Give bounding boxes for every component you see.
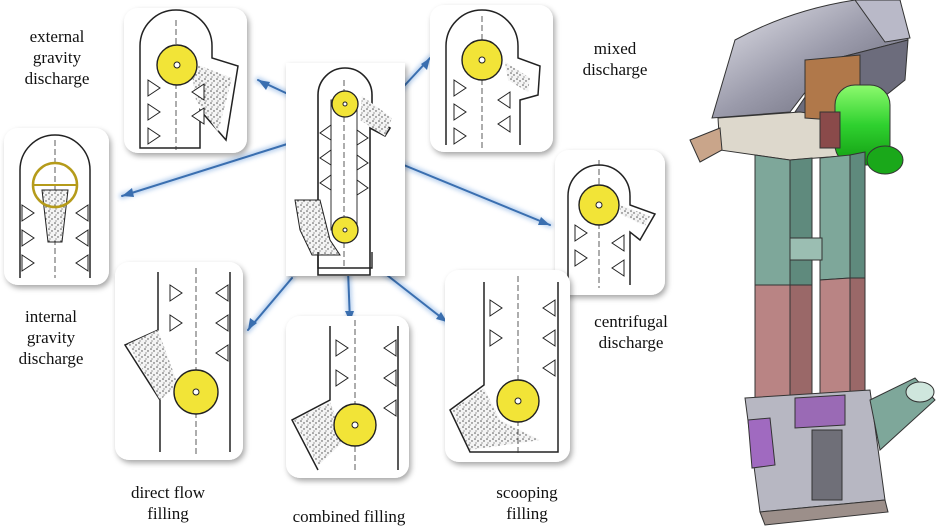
bucket-icon [335, 339, 397, 417]
label-external-gravity-discharge: external gravity discharge [24, 27, 90, 88]
material-stipple [41, 189, 69, 243]
bucket-icon [453, 79, 511, 145]
bucket-icon [574, 224, 625, 277]
label-centrifugal-discharge: centrifugal discharge [594, 312, 668, 352]
label-scooping-filling: scooping filling [496, 483, 558, 523]
card-centrifugal-discharge [555, 150, 665, 295]
elevator-3d-model [689, 0, 936, 526]
material-stipple [294, 199, 341, 256]
label-mixed-discharge: mixed discharge [582, 39, 648, 79]
center-elevator-panel [286, 63, 405, 276]
bucket-icon [489, 299, 556, 377]
bucket-icon [147, 79, 205, 145]
material-stipple [505, 62, 530, 92]
bucket-icon [169, 284, 229, 362]
card-scooping-filling [445, 270, 570, 462]
bucket-icon [21, 204, 89, 272]
spout-icon [869, 377, 936, 451]
card-combined-filling [286, 316, 409, 478]
motor-icon [819, 84, 904, 175]
label-direct-flow-filling: direct flow filling [130, 483, 206, 523]
material-stipple [190, 62, 232, 132]
card-internal-gravity-discharge [4, 128, 109, 285]
material-stipple [128, 330, 178, 400]
label-internal-gravity-discharge: internal gravity discharge [18, 307, 84, 368]
bucket-icon [319, 124, 369, 196]
material-stipple [360, 96, 392, 136]
label-combined-filling: combined filling [292, 507, 406, 526]
material-stipple [620, 205, 650, 226]
material-stipple [294, 402, 345, 466]
card-external-gravity-discharge [124, 8, 247, 153]
card-mixed-discharge [430, 5, 553, 152]
card-direct-flow-filling [115, 262, 243, 460]
